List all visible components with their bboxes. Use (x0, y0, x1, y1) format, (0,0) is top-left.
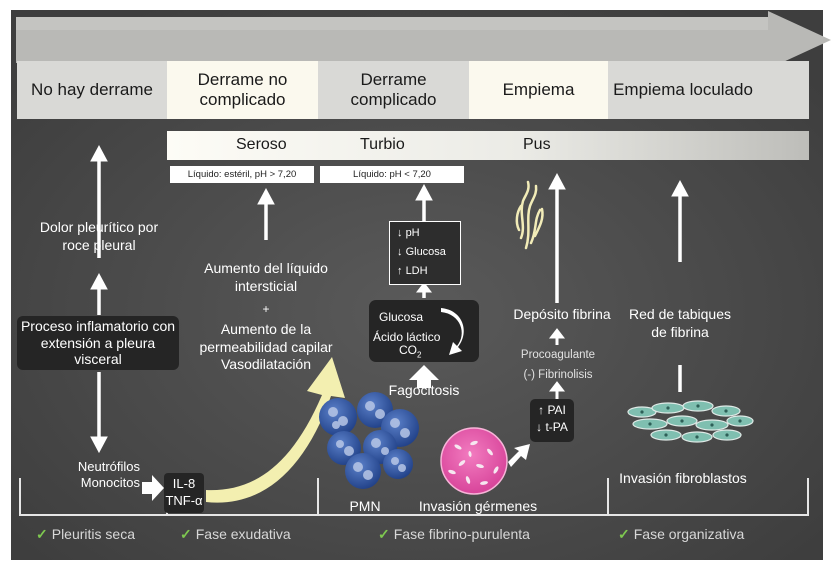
tpa-label: t-PA (545, 420, 568, 434)
header-cell-5 (608, 61, 809, 119)
fibrinolisis-label: (-) Fibrinolisis (523, 369, 593, 381)
phase-pleuritis-seca: ✓Pleuritis seca (36, 526, 135, 543)
arrow-up-icon: ↑ (538, 403, 545, 417)
arrows-up (90, 144, 689, 399)
co2-subscript: 2 (417, 350, 422, 360)
phase-label: Fase fibrino-purulenta (393, 526, 530, 542)
check-icon: ✓ (618, 526, 630, 542)
marker-ph-label: pH (405, 227, 420, 239)
invasion-germenes-label: Invasión gérmenes (418, 498, 538, 514)
pai-row: ↑ PAI (530, 402, 574, 419)
co2-base: CO (399, 343, 417, 357)
fagocitosis-label: Fagocitosis (388, 382, 460, 398)
neutrofilos-text: Neutrófilos Monocitos (77, 459, 140, 491)
arrow-up-icon: ↑ (397, 265, 403, 277)
phase-label: Pleuritis seca (51, 526, 135, 542)
fluid-bar (167, 131, 809, 160)
proceso-inflamatorio-text: Proceso inflamatorio con extensión a ple… (20, 317, 176, 368)
plus-sign: + (262, 302, 270, 316)
marker-glucosa-label: Glucosa (405, 246, 446, 258)
fibrin-strands-icon (515, 180, 544, 250)
procoagulante-label: Procoagulante (520, 349, 596, 361)
pmn-label: PMN (349, 498, 381, 514)
check-icon: ✓ (378, 526, 390, 542)
fluid-turbio: Turbio (360, 136, 405, 153)
header-cell-1 (17, 61, 167, 119)
invasion-fibroblastos-label: Invasión fibroblastos (619, 470, 747, 486)
pmn-cells-icon (319, 392, 419, 489)
arrow-right-icon (142, 475, 164, 501)
header-cell-3 (318, 61, 469, 119)
marker-ldh: ↑ LDH (397, 265, 428, 277)
arrow-down-icon (90, 372, 108, 454)
check-icon: ✓ (36, 526, 48, 542)
fluid-pus: Pus (523, 136, 551, 153)
phase-organizativa: ✓Fase organizativa (618, 526, 744, 543)
aumento-permeabilidad-text: Aumento de la permeabilidad capilar Vaso… (199, 321, 333, 372)
cycle-arrow-icon (441, 308, 464, 355)
fluid-note-sterile: Líquido: estéril, pH > 7,20 (170, 166, 314, 183)
stage-no-hay-derrame: No hay derrame (31, 79, 153, 99)
il8-label: IL-8 (172, 476, 196, 491)
arrow-down-icon: ↓ (397, 246, 403, 258)
proceso-inflamatorio-box: Proceso inflamatorio con extensión a ple… (17, 316, 179, 370)
header-cell-2 (167, 61, 318, 119)
lab-markers-box: ↓ pH ↓ Glucosa ↑ LDH (389, 221, 461, 285)
stage-derrame-complicado: Derrame complicado (350, 69, 437, 109)
dolor-pleuritico-text: Dolor pleurítico por roce pleural (39, 219, 159, 253)
phase-label: Fase organizativa (633, 526, 745, 542)
marker-ph: ↓ pH (397, 227, 420, 239)
aumento-liquido-text: Aumento del líquido intersticial (204, 260, 328, 294)
stage-empiema-loculado: Empiema loculado (613, 79, 753, 99)
arrow-to-pai (508, 444, 530, 467)
stage-empiema: Empiema (502, 79, 575, 99)
pai-box: ↑ PAI ↓ t-PA (530, 399, 574, 442)
marker-ldh-label: LDH (405, 265, 428, 277)
metab-co2: CO2 (399, 343, 421, 359)
tnf-alpha-label: TNF-α (165, 493, 203, 508)
fagocitosis-arrow (409, 365, 439, 388)
bacteria-icon (440, 427, 508, 495)
curved-arrow-icon (206, 357, 345, 503)
pai-label: PAI (547, 403, 566, 417)
fluid-seroso: Seroso (236, 136, 287, 153)
fluid-note-ph: Líquido: pH < 7,20 (320, 166, 464, 183)
phase-fibrino-purulenta: ✓Fase fibrino-purulenta (378, 526, 530, 543)
metab-acido-lactico: Ácido láctico (373, 330, 441, 344)
red-tabiques-label: Red de tabiques de fibrina (629, 306, 731, 340)
stage-derrame-no-complicado: Derrame no complicado (197, 69, 288, 109)
metabolism-box: Glucosa Ácido láctico CO2 (369, 300, 479, 362)
cytokines-box: IL-8 TNF-α (164, 473, 204, 513)
deposito-fibrina-label: Depósito fibrina (513, 306, 611, 322)
header-cell-4 (469, 61, 608, 119)
tpa-row: ↓ t-PA (530, 419, 574, 436)
arrow-down-icon: ↓ (397, 227, 403, 239)
check-icon: ✓ (180, 526, 192, 542)
arrow-down-icon: ↓ (536, 420, 543, 434)
metab-glucosa: Glucosa (379, 310, 424, 324)
marker-glucosa: ↓ Glucosa (397, 246, 446, 258)
phase-exudativa: ✓Fase exudativa (180, 526, 291, 543)
phase-label: Fase exudativa (195, 526, 291, 542)
